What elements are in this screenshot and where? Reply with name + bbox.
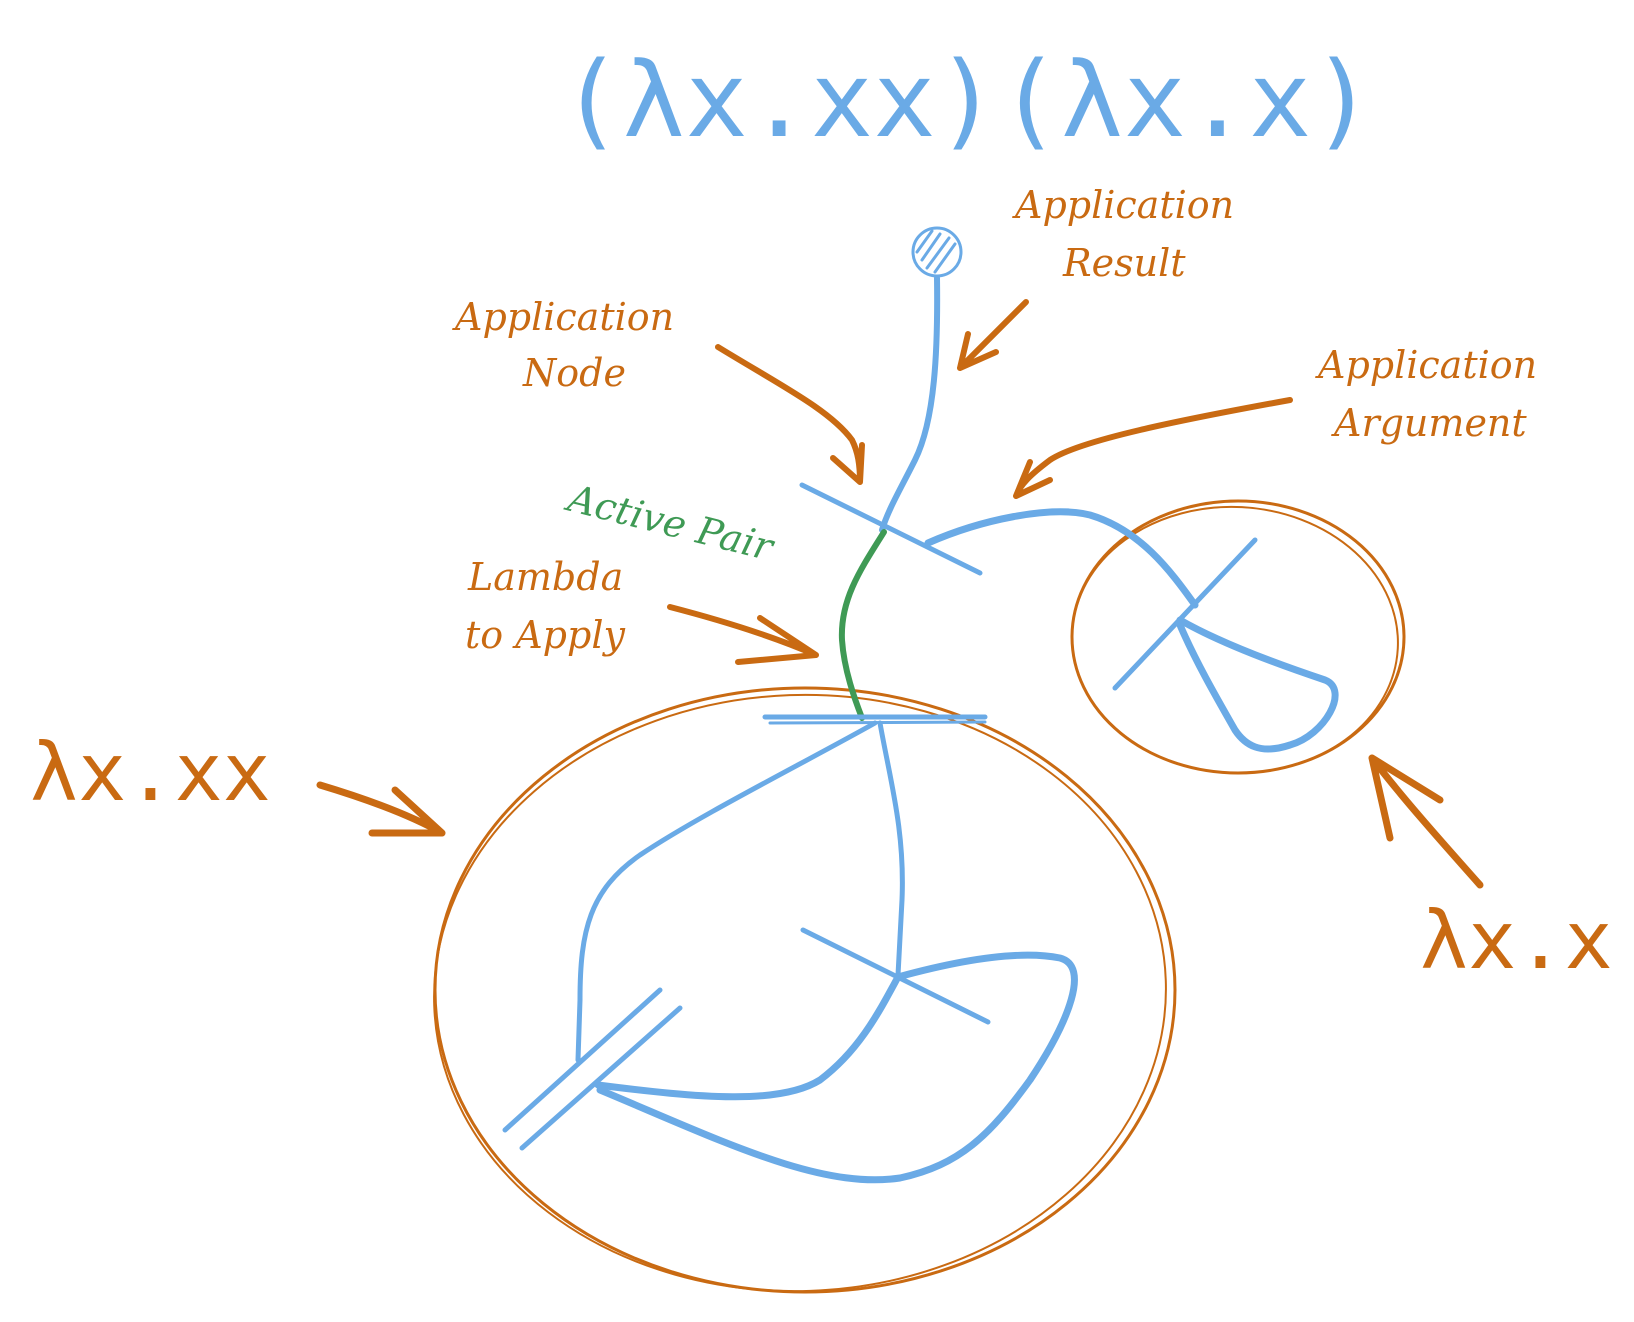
lambda-to-apply-arrow (667, 604, 819, 665)
svg-text:Result: Result (1062, 241, 1186, 285)
application-result-label: Application Result (1012, 183, 1234, 285)
active-pair-edge (838, 529, 887, 721)
application-result-arrow (957, 299, 1029, 371)
lambda-body-edge-left (575, 720, 878, 1063)
result-edge (879, 275, 941, 533)
duplicator-node (502, 987, 683, 1151)
inner-function-edge (594, 973, 902, 1101)
argument-edge (924, 508, 1199, 609)
application-node-arrow (715, 344, 865, 485)
left-term-label: λx.xx (30, 726, 271, 819)
svg-text:Node: Node (522, 351, 626, 395)
application-argument-label: Application Argument (1315, 343, 1537, 445)
application-argument-arrow (1013, 397, 1293, 499)
svg-text:Application: Application (1012, 183, 1234, 227)
svg-text:Argument: Argument (1331, 401, 1527, 445)
application-node-label: Application Node (452, 295, 674, 395)
lambda-to-apply-label: Lambda to Apply (465, 555, 625, 657)
svg-text:Application: Application (1315, 343, 1537, 387)
lambda-to-apply-bar (762, 714, 988, 725)
application-node-bar (799, 482, 983, 576)
left-term-circle (433, 686, 1177, 1294)
svg-text:Application: Application (452, 295, 674, 339)
svg-text:to Apply: to Apply (465, 613, 625, 657)
expression-title: (λx.xx)(λx.x) (560, 39, 1374, 161)
identity-lambda-node (1112, 537, 1339, 753)
right-term-label: λx.x (1420, 894, 1613, 987)
inner-loop-edge (596, 951, 1078, 1184)
left-term-arrow (316, 781, 446, 837)
right-term-arrow (1368, 754, 1484, 889)
svg-text:Lambda: Lambda (467, 555, 623, 599)
result-port-node (911, 226, 963, 278)
right-term-circle (1070, 499, 1406, 775)
lambda-body-edge-right (877, 720, 905, 978)
